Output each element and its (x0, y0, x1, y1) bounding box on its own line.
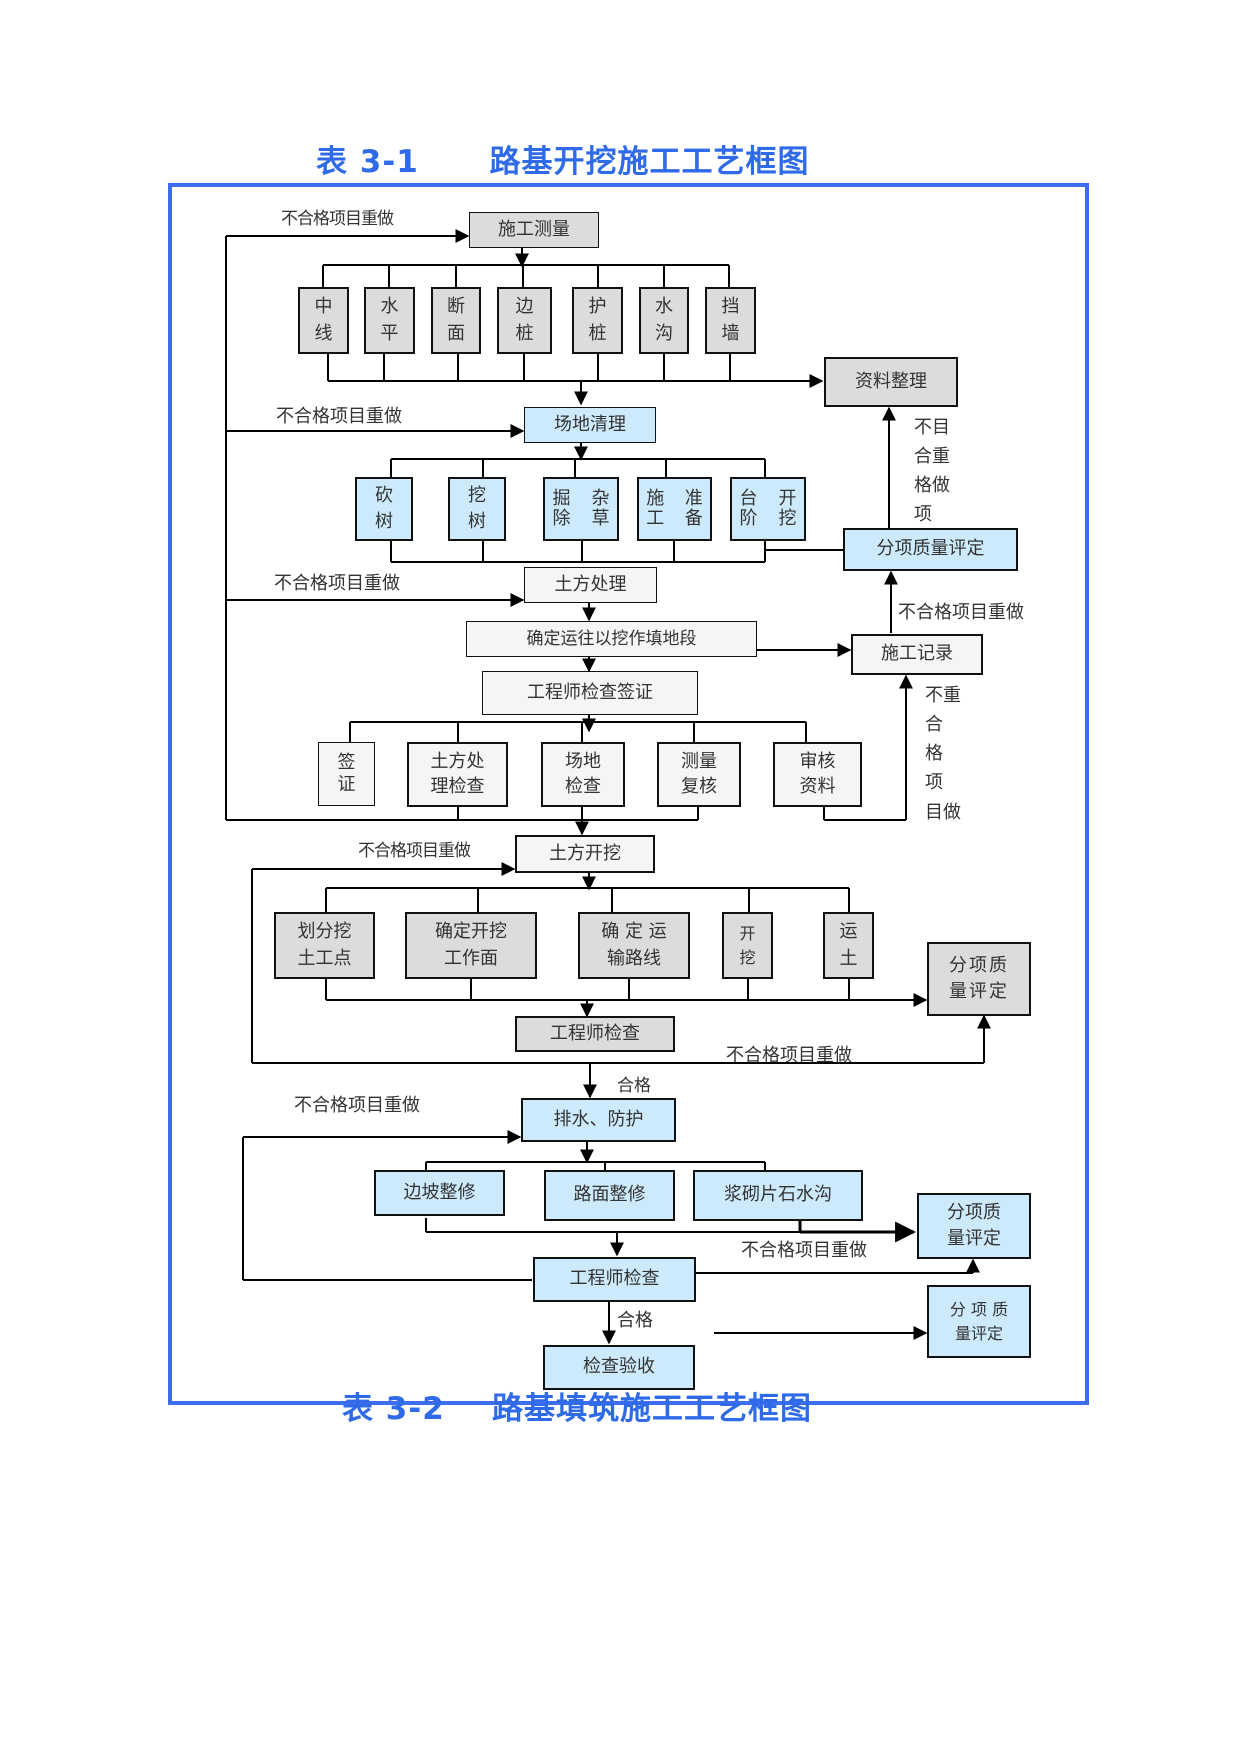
excavate-item-haul: 运 土 (823, 912, 874, 979)
earth-excavation-box: 土方开挖 (515, 835, 655, 873)
excavate-item-dig: 开 挖 (722, 912, 773, 979)
pass-label: 合格 (617, 1310, 653, 1331)
clear-item-remove-weeds: 掘 除杂 草 (543, 477, 619, 541)
pass-label: 合格 (617, 1076, 651, 1096)
clear-item-cut-trees: 砍 树 (355, 477, 413, 541)
check-item-audit-docs: 审核 资料 (773, 742, 862, 807)
diagram-title-top: 表 3-1 路基开挖施工工艺框图 (316, 144, 810, 180)
diagram-title-bottom: 表 3-2 路基填筑施工工艺框图 (342, 1391, 812, 1427)
check-item-earth-treatment: 土方处 理检查 (407, 742, 508, 807)
clear-item-label: 施 工 (646, 488, 665, 529)
excavate-item-work-face: 确定开挖 工作面 (405, 912, 537, 979)
construction-record-box: 施工记录 (851, 634, 983, 675)
determine-section-box: 确定运往以挖作填地段 (466, 621, 757, 657)
redo-label: 不合格项目重做 (358, 841, 471, 861)
check-item-survey-review: 测量 复核 (657, 742, 741, 807)
clear-item-label: 台 阶 (739, 488, 758, 529)
survey-item-edge-stake: 边 桩 (497, 287, 552, 354)
redo-vertical-label: 不重 合 格 项 目做 (925, 685, 961, 823)
repair-item-slope: 边坡整修 (374, 1170, 505, 1216)
clear-item-label: 准 备 (684, 488, 703, 529)
engineer-check-box: 工程师检查 (533, 1257, 696, 1302)
data-arrange-box: 资料整理 (824, 357, 958, 407)
repair-item-pavement: 路面整修 (544, 1170, 675, 1221)
clear-item-construction-prep: 施 工准 备 (637, 477, 712, 541)
drainage-protection-box: 排水、防护 (521, 1098, 676, 1142)
survey-item-centerline: 中 线 (298, 287, 349, 354)
excavate-item-divide-points: 划分挖 土工点 (274, 912, 375, 979)
clear-item-bench-excavation: 台 阶开 挖 (730, 477, 806, 541)
engineer-check-box: 工程师检查 (515, 1016, 675, 1052)
site-clearing-box: 场地清理 (524, 407, 656, 443)
diagram-frame (168, 183, 1089, 1405)
survey-box: 施工测量 (469, 212, 599, 248)
acceptance-box: 检查验收 (543, 1345, 695, 1390)
quality-eval-box: 分项质量评定 (843, 528, 1018, 571)
survey-item-guard-stake: 护 桩 (572, 287, 623, 354)
earth-treatment-box: 土方处理 (524, 567, 657, 603)
redo-label: 不合格项目重做 (726, 1045, 852, 1066)
quality-eval-box-2: 分 项 质 量评定 (927, 1285, 1031, 1358)
redo-label: 不合格项目重做 (281, 209, 394, 229)
redo-label: 不合格项目重做 (741, 1240, 867, 1261)
check-item-site: 场地 检查 (541, 742, 625, 807)
engineer-sign-box: 工程师检查签证 (482, 671, 698, 715)
repair-item-stone-ditch: 浆砌片石水沟 (693, 1170, 863, 1221)
redo-vertical-label: 不目 合重 格做 项 (914, 417, 950, 526)
redo-label: 不合格项目重做 (898, 602, 1024, 623)
survey-item-section: 断 面 (431, 287, 481, 354)
quality-eval-box: 分项质 量评定 (917, 1193, 1031, 1259)
check-item-sign: 签 证 (318, 742, 375, 806)
clear-item-label: 掘 除 (552, 488, 571, 529)
clear-item-label: 砍 树 (375, 484, 393, 532)
clear-item-label: 挖 树 (468, 484, 486, 532)
survey-item-level: 水 平 (364, 287, 415, 354)
survey-item-ditch: 水 沟 (639, 287, 689, 354)
redo-label: 不合格项目重做 (294, 1095, 420, 1116)
redo-label: 不合格项目重做 (274, 573, 400, 594)
quality-eval-box: 分项质 量评定 (927, 942, 1031, 1016)
clear-item-dig-trees: 挖 树 (448, 477, 506, 541)
excavate-item-transport-route: 确 定 运 输路线 (578, 912, 690, 979)
clear-item-label: 开 挖 (778, 488, 797, 529)
redo-label: 不合格项目重做 (276, 406, 402, 427)
clear-item-label: 杂 草 (591, 488, 610, 529)
survey-item-retaining-wall: 挡 墙 (705, 287, 756, 354)
